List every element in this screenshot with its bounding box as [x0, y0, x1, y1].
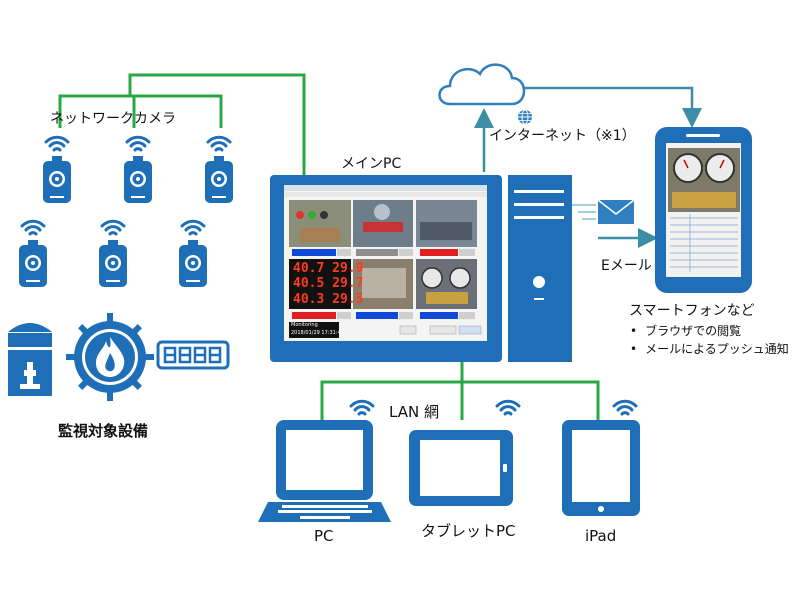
- monitored-equipment-label: 監視対象設備: [58, 422, 149, 440]
- flow-arrows: [474, 86, 702, 248]
- smartphone-feature-list: ブラウザでの閲覧 メールによるプッシュ通知: [630, 322, 789, 358]
- network-cameras: [19, 137, 233, 287]
- wifi-icon: [349, 399, 375, 416]
- screen-status: Monitoring: [291, 322, 318, 328]
- smartphone-icon: [655, 127, 752, 293]
- wifi-camera-icon: [205, 137, 233, 203]
- screen-timestamp: 2018/01/29 17:31:41: [291, 330, 344, 336]
- flame-icon: [66, 313, 154, 401]
- tank-icon: [8, 323, 52, 396]
- wifi-icon: [612, 399, 638, 416]
- tablet-pc-label: タブレットPC: [421, 522, 516, 540]
- internet-label: インターネット（※1）: [489, 128, 636, 144]
- lan-lines: [320, 362, 600, 420]
- main-pc-monitor: [270, 175, 502, 362]
- laptop-icon: [258, 420, 391, 522]
- wifi-camera-icon: [179, 221, 207, 287]
- feature-browser: ブラウザでの閲覧: [630, 322, 789, 340]
- wifi-camera-icon: [99, 221, 127, 287]
- smartphone-label: スマートフォンなど: [629, 303, 755, 319]
- wifi-camera-icon: [124, 137, 152, 203]
- reading-2: 40.5 29.7: [293, 276, 364, 291]
- pc-label: PC: [314, 527, 334, 545]
- feature-push-mail: メールによるプッシュ通知: [630, 340, 789, 358]
- wifi-icon: [495, 399, 521, 416]
- wifi-camera-icon: [19, 221, 47, 287]
- network-camera-label: ネットワークカメラ: [50, 111, 176, 127]
- envelope-icon: [572, 199, 635, 224]
- lan-label: LAN 網: [389, 403, 439, 421]
- ipad-label: iPad: [585, 527, 617, 545]
- camera-network-lines: [58, 73, 306, 175]
- reading-1: 40.7 29.9: [293, 261, 364, 276]
- pc-tower-icon: [508, 175, 572, 362]
- globe-icon: [518, 109, 532, 125]
- cloud-icon: [438, 63, 526, 106]
- wifi-camera-icon: [43, 137, 71, 203]
- main-pc-label: メインPC: [341, 156, 402, 172]
- tablet-icon: [409, 430, 513, 506]
- email-label: Eメール: [601, 258, 652, 274]
- reading-3: 40.3 29.5: [293, 292, 364, 307]
- ipad-icon: [562, 420, 640, 516]
- seven-segment-display-icon: [156, 340, 230, 370]
